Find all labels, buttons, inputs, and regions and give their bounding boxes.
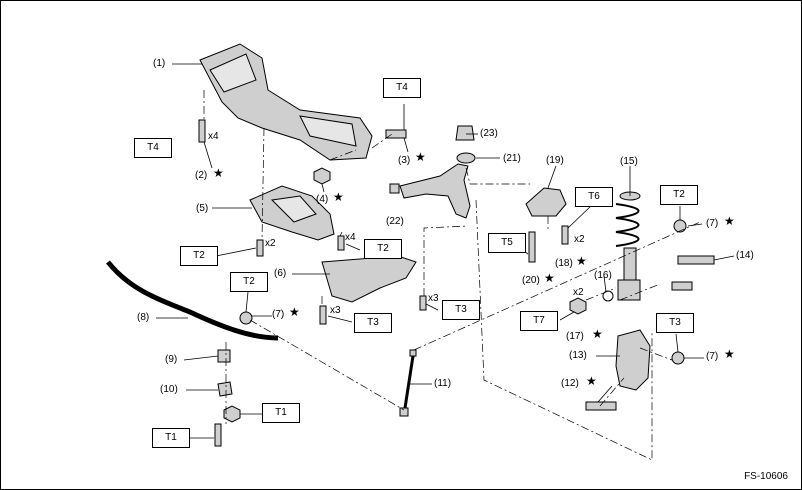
alignment-lines: [203, 90, 701, 461]
torque-box-t6: T6: [575, 187, 613, 207]
figure-id: FS-10606: [744, 471, 788, 482]
torque-box-t7: T7: [520, 311, 558, 331]
star-icon: ★: [289, 305, 300, 319]
bolt-14a: [677, 255, 715, 265]
part-label-7c: (7): [706, 351, 719, 362]
stabilizer-bushing-part: [217, 349, 231, 363]
strut-assembly-part: [615, 191, 641, 301]
nut-7c: [671, 351, 685, 365]
part-label-11: (11): [434, 378, 452, 389]
bolt-6c: [419, 295, 427, 311]
qty-x4-bolt-2: x4: [208, 131, 219, 142]
transverse-link-part: [399, 163, 471, 219]
nut-17: [569, 297, 587, 315]
crossmember-part: [199, 43, 373, 161]
qty-x2-bolt-18: x2: [574, 234, 585, 245]
part-label-12: (12): [561, 378, 579, 389]
torque-box-t3-right: T3: [656, 313, 694, 333]
part-label-5: (5): [196, 203, 209, 214]
stabilizer-part: [106, 260, 279, 341]
rear-bushing-bracket: [525, 187, 567, 217]
part-label-7a: (7): [272, 309, 285, 320]
nut-t1: [223, 405, 241, 423]
bolt-t1: [214, 423, 222, 447]
part-label-17: (17): [566, 331, 584, 342]
torque-box-t4-top: T4: [383, 78, 421, 98]
qty-x4-bolt-6: x4: [345, 232, 356, 243]
part-label-22: (22): [386, 216, 404, 227]
star-icon: ★: [576, 254, 587, 268]
nut-4: [313, 167, 331, 185]
bushing-part: [455, 125, 475, 141]
part-label-21: (21): [503, 153, 521, 164]
part-label-2: (2): [195, 170, 208, 181]
qty-x3-bolt-lower: x3: [330, 305, 341, 316]
qty-x2-bolt-5: x2: [265, 238, 276, 249]
bolt-20: [528, 231, 536, 263]
stabilizer-clamp-part: [217, 381, 233, 397]
part-label-3: (3): [398, 155, 411, 166]
torque-box-t3-mid: T3: [442, 300, 480, 320]
housing-part: [615, 329, 651, 391]
star-icon: ★: [724, 214, 735, 228]
part-label-6: (6): [274, 268, 287, 279]
part-label-1: (1): [153, 58, 166, 69]
torque-box-t1-left: T1: [152, 428, 190, 448]
torque-box-t2-center: T2: [364, 239, 402, 259]
part-label-15: (15): [620, 156, 638, 167]
bolt-14b: [671, 281, 693, 291]
torque-box-t2-left: T2: [180, 246, 218, 266]
torque-box-t4-left: T4: [134, 138, 172, 158]
bolt-2: [198, 119, 206, 143]
part-label-10: (10): [160, 384, 178, 395]
star-icon: ★: [213, 166, 224, 180]
part-label-13: (13): [569, 350, 587, 361]
bushing-ring: [456, 152, 476, 164]
part-label-9: (9): [165, 354, 178, 365]
part-label-4: (4): [316, 194, 329, 205]
support-plate-part: [321, 255, 417, 303]
bolt-18: [561, 225, 569, 245]
part-label-14: (14): [736, 250, 754, 261]
torque-box-t2-lower: T2: [230, 272, 268, 292]
front-cover-part: [249, 185, 335, 241]
torque-box-t2-right: T2: [660, 185, 698, 205]
leader-lines: [156, 63, 735, 439]
star-icon: ★: [544, 271, 555, 285]
star-icon: ★: [586, 374, 597, 388]
part-label-7b: (7): [706, 218, 719, 229]
star-icon: ★: [415, 150, 426, 164]
star-icon: ★: [592, 327, 603, 341]
part-label-20: (20): [522, 275, 540, 286]
nut-7a: [239, 311, 253, 325]
bolt-3: [385, 129, 407, 139]
torque-box-t3-center: T3: [354, 313, 392, 333]
part-label-16: (16): [594, 270, 612, 281]
star-icon: ★: [724, 347, 735, 361]
small-bushing-part: [389, 183, 400, 194]
part-label-19: (19): [546, 155, 564, 166]
bolt-5: [256, 239, 264, 257]
part-label-8: (8): [137, 312, 150, 323]
bolt-6a: [337, 235, 345, 251]
nut-7b: [673, 219, 687, 233]
stabilizer-link-part: [399, 349, 417, 417]
torque-box-t1-right: T1: [262, 403, 300, 423]
qty-x2-nut-17: x2: [573, 287, 584, 298]
part-label-18: (18): [555, 258, 573, 269]
qty-x3-bolt-mid: x3: [428, 293, 439, 304]
bolt-6b: [319, 305, 327, 325]
bolt-12: [585, 401, 617, 411]
torque-box-t5: T5: [488, 233, 526, 253]
star-icon: ★: [333, 190, 344, 204]
part-label-23: (23): [480, 128, 498, 139]
